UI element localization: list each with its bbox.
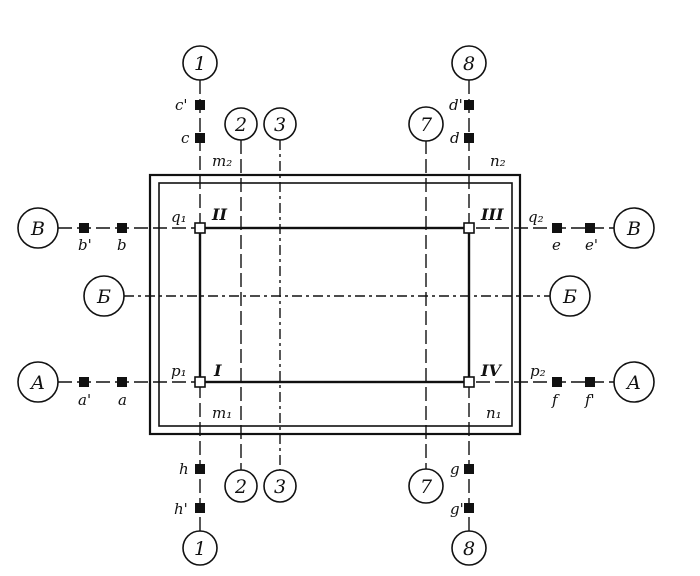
row-bubble-B-left bbox=[83, 275, 125, 317]
label-d: d bbox=[450, 129, 460, 147]
marker-c bbox=[195, 133, 205, 143]
row-V-right-label: В bbox=[626, 218, 641, 240]
label-p2: p₂ bbox=[530, 362, 546, 380]
marker-d-prime bbox=[464, 100, 474, 110]
axis-2-bottom-label: 2 bbox=[234, 476, 247, 498]
row-bubble-A-left bbox=[17, 361, 59, 403]
axis-7-bottom-label: 7 bbox=[420, 476, 433, 498]
marker-h bbox=[195, 464, 205, 474]
row-A-left-label: А bbox=[29, 372, 45, 394]
label-g: g bbox=[450, 460, 460, 478]
corner-label-III: III bbox=[480, 205, 504, 224]
marker-f-prime bbox=[585, 377, 595, 387]
axis-2-top-label: 2 bbox=[234, 114, 247, 136]
axis-7-top-label: 7 bbox=[420, 114, 433, 136]
label-f: f bbox=[551, 391, 560, 409]
axis-3-top-label: 3 bbox=[274, 114, 286, 136]
label-q2: q₂ bbox=[528, 208, 544, 226]
corner-node-IV bbox=[463, 376, 475, 388]
corner-node-II bbox=[194, 222, 206, 234]
corner-node-I bbox=[194, 376, 206, 388]
marker-e bbox=[552, 223, 562, 233]
marker-h-prime bbox=[195, 503, 205, 513]
corner-node-III bbox=[463, 222, 475, 234]
axis-1-top-label: 1 bbox=[194, 53, 206, 75]
label-h-prime: h' bbox=[174, 500, 188, 518]
axis-8-bottom-label: 8 bbox=[463, 538, 475, 560]
axis-1-bottom-label: 1 bbox=[194, 538, 206, 560]
axis-bubble-8-top bbox=[451, 45, 487, 81]
building-outline-inner bbox=[158, 182, 513, 427]
axis-bubble-7-bottom bbox=[408, 468, 444, 504]
row-bubble-B-right bbox=[549, 275, 591, 317]
label-m1: m₁ bbox=[212, 404, 232, 422]
label-a-prime: a' bbox=[78, 391, 91, 409]
label-n1: n₁ bbox=[486, 404, 502, 422]
label-b-prime: b' bbox=[78, 236, 92, 254]
label-f-prime: f' bbox=[584, 391, 595, 409]
axis-bubble-1-top bbox=[182, 45, 218, 81]
corner-label-IV: IV bbox=[480, 361, 502, 380]
label-d-prime: d' bbox=[449, 96, 463, 114]
label-c: c bbox=[181, 129, 190, 147]
label-b: b bbox=[117, 236, 127, 254]
axis-bubble-3-top bbox=[263, 107, 297, 141]
axis-bubble-3-bottom bbox=[263, 469, 297, 503]
marker-a-prime bbox=[79, 377, 89, 387]
axis-8-top-label: 8 bbox=[463, 53, 475, 75]
corner-label-I: I bbox=[213, 361, 222, 380]
label-p1: p₁ bbox=[171, 362, 187, 380]
label-h: h bbox=[179, 460, 189, 478]
label-q1: q₁ bbox=[171, 208, 187, 226]
row-bubble-A-right bbox=[613, 361, 655, 403]
axis-3-bottom-label: 3 bbox=[274, 476, 286, 498]
marker-b-prime bbox=[79, 223, 89, 233]
row-B-left-label: Б bbox=[96, 286, 111, 308]
marker-g-prime bbox=[464, 503, 474, 513]
label-a: a bbox=[118, 391, 127, 409]
axis-bubble-2-top bbox=[224, 107, 258, 141]
axis-bubble-8-bottom bbox=[451, 530, 487, 566]
row-bubble-V-right bbox=[613, 207, 655, 249]
label-g-prime: g' bbox=[450, 500, 464, 518]
axis-bubble-7-top bbox=[408, 106, 444, 142]
row-V-left-label: В bbox=[30, 218, 45, 240]
marker-c-prime bbox=[195, 100, 205, 110]
marker-d bbox=[464, 133, 474, 143]
marker-b bbox=[117, 223, 127, 233]
axis-bubble-2-bottom bbox=[224, 469, 258, 503]
row-B-right-label: Б bbox=[562, 286, 577, 308]
marker-g bbox=[464, 464, 474, 474]
marker-f bbox=[552, 377, 562, 387]
marker-a bbox=[117, 377, 127, 387]
label-n2: n₂ bbox=[490, 152, 506, 170]
axis-bubble-1-bottom bbox=[182, 530, 218, 566]
label-m2: m₂ bbox=[212, 152, 232, 170]
row-A-right-label: А bbox=[625, 372, 641, 394]
label-c-prime: c' bbox=[175, 96, 188, 114]
label-e: e bbox=[552, 236, 561, 254]
building-outline-outer bbox=[148, 173, 522, 436]
marker-e-prime bbox=[585, 223, 595, 233]
label-e-prime: e' bbox=[585, 236, 598, 254]
corner-label-II: II bbox=[211, 205, 227, 224]
row-bubble-V-left bbox=[17, 207, 59, 249]
